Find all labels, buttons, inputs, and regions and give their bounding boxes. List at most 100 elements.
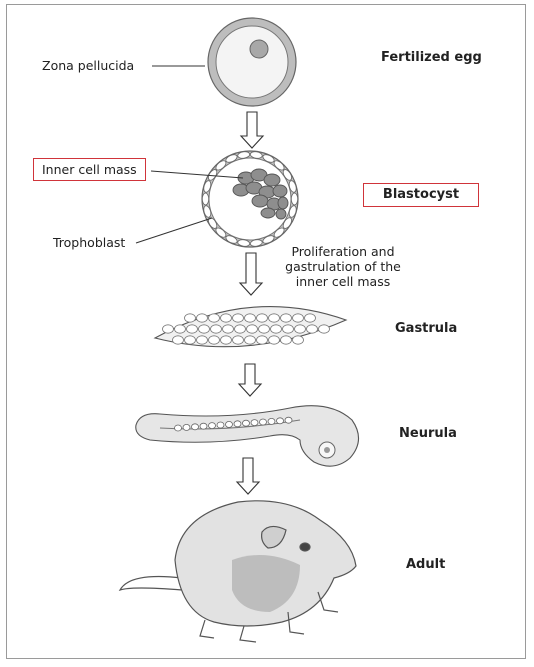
gastrula-cell: [270, 324, 282, 334]
fertilized-egg-graphic: [207, 17, 297, 107]
gastrula-cell: [244, 335, 256, 345]
trophoblast-cell: [262, 154, 275, 163]
inner-cell-mass-pointer: [150, 170, 244, 179]
gastrula-cell: [282, 324, 294, 334]
neurula-somite: [208, 422, 216, 430]
trophoblast-cell: [249, 151, 263, 159]
neurula-somite: [259, 418, 267, 426]
gastrula-cell: [174, 324, 186, 334]
gastrula-cell: [172, 335, 184, 345]
gastrula-cell: [292, 313, 304, 323]
trophoblast-cell: [225, 235, 238, 244]
trophoblast-cell: [201, 192, 210, 206]
gastrula-cell: [268, 313, 280, 323]
gastrula-cell: [232, 313, 244, 323]
trophoblast-cell: [249, 239, 263, 247]
trophoblast-cell: [203, 180, 212, 193]
trophoblast-cell: [225, 154, 238, 163]
inner-cell-mass-label: Inner cell mass: [33, 158, 146, 181]
gastrula-cell: [184, 335, 196, 345]
trophoblast-cell: [288, 205, 297, 218]
fertilized-egg-stage-label: Fertilized egg: [381, 50, 482, 65]
gastrula-cell: [234, 324, 246, 334]
neurula-somite: [250, 419, 259, 427]
trophoblast-cell: [207, 217, 218, 229]
neurula-somite: [216, 421, 225, 429]
trophoblast-cell: [237, 239, 251, 247]
gastrula-cell: [196, 335, 208, 345]
gastrula-cell: [220, 335, 232, 345]
neurula-somite: [233, 420, 242, 428]
trophoblast-cell: [273, 160, 285, 171]
gastrula-cell: [258, 324, 270, 334]
gastrula-cell: [268, 335, 280, 345]
neurula-stage-label: Neurula: [399, 426, 457, 441]
gastrula-cell: [280, 313, 292, 323]
trophoblast-cells: [201, 151, 299, 247]
zona-pellucida-label: Zona pellucida: [42, 58, 135, 73]
neurula-somite: [267, 417, 276, 425]
trophoblast-cell: [262, 235, 275, 244]
gastrula-cell: [244, 313, 256, 323]
gastrula-cell: [280, 335, 292, 345]
neurula-somites: [174, 416, 293, 432]
neurula-somite: [242, 419, 250, 427]
neurula-somite: [284, 416, 293, 424]
gastrula-cell: [294, 324, 306, 334]
gastrula-cell: [292, 335, 304, 345]
gastrula-cell: [256, 335, 268, 345]
trophoblast-cell: [207, 169, 218, 181]
gastrula-cell: [184, 313, 196, 323]
proliferation-line-2: gastrulation of the: [285, 259, 401, 274]
gastrula-cell: [186, 324, 198, 334]
gastrula-cell: [222, 324, 234, 334]
trophoblast-cell: [203, 205, 212, 218]
gastrula-stage-label: Gastrula: [395, 321, 458, 336]
trophoblast-cell: [237, 151, 251, 159]
trophoblast-label: Trophoblast: [53, 235, 126, 250]
neurula-somite: [276, 417, 284, 425]
inner-cell-mass-cluster: [232, 168, 289, 220]
gastrula-cell: [304, 313, 316, 323]
gastrula-cell: [318, 324, 330, 334]
gastrula-cell: [306, 324, 318, 334]
gastrula-cell: [220, 313, 232, 323]
gastrula-cell: [196, 313, 208, 323]
blastocyst-graphic: [201, 150, 299, 248]
trophoblast-cell: [290, 192, 299, 206]
trophoblast-cell: [273, 227, 285, 238]
proliferation-line-3: inner cell mass: [295, 274, 391, 289]
gastrula-cell: [208, 313, 220, 323]
arrow-gastrula-to-neurula: [237, 363, 263, 397]
trophoblast-cell: [215, 160, 227, 171]
trophoblast-cell: [282, 217, 293, 229]
gastrula-cells: [162, 313, 330, 345]
neurula-somite: [225, 420, 233, 428]
proliferation-line-1: Proliferation and: [291, 244, 395, 259]
blastocyst-stage-label: Blastocyst: [363, 183, 479, 207]
arrow-egg-to-blastocyst: [239, 111, 265, 149]
gastrula-cell: [198, 324, 210, 334]
gastrula-cell: [162, 324, 174, 334]
gastrula-cell: [208, 335, 220, 345]
proliferation-caption: Proliferation and gastrulation of the in…: [276, 244, 410, 289]
trophoblast-cell: [288, 180, 297, 193]
trophoblast-pointer: [135, 217, 213, 244]
neurula-somite: [174, 424, 182, 432]
adult-stage-label: Adult: [406, 557, 446, 572]
gastrula-graphic: [153, 306, 348, 348]
gastrula-cell: [210, 324, 222, 334]
adult-mouse-graphic: [118, 500, 357, 643]
gastrula-cell: [246, 324, 258, 334]
trophoblast-cell: [215, 227, 227, 238]
neurula-somite: [199, 422, 208, 430]
neurula-somite: [191, 423, 199, 431]
neurula-somite: [182, 423, 191, 431]
neurula-graphic: [135, 405, 360, 467]
arrow-blastocyst-to-gastrula: [238, 252, 264, 296]
gastrula-cell: [256, 313, 268, 323]
arrow-neurula-to-adult: [235, 457, 261, 495]
gastrula-cell: [232, 335, 244, 345]
trophoblast-cell: [282, 169, 293, 181]
